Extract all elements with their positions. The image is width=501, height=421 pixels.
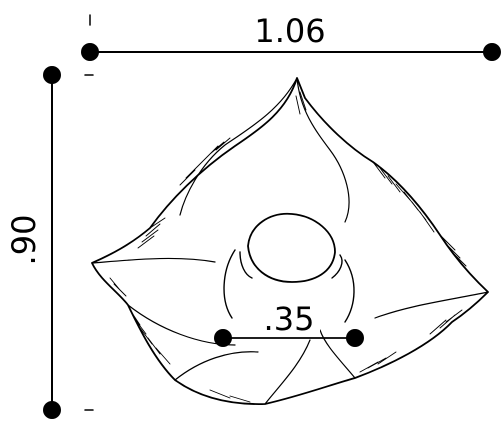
center-arc-right bbox=[344, 259, 355, 323]
leaf-fold-top-left bbox=[179, 77, 298, 216]
width-dimension: 1.06 bbox=[81, 12, 501, 61]
height-dimension: .90 bbox=[5, 66, 94, 419]
inner-dimension-label: .35 bbox=[264, 300, 315, 338]
height-dimension-dot-bottom bbox=[43, 401, 61, 419]
leaf-hatching bbox=[109, 91, 467, 403]
leaf-fold-top-right bbox=[296, 77, 350, 223]
width-dimension-dot-left bbox=[81, 43, 99, 61]
inner-dimension-dot-left bbox=[214, 329, 232, 347]
inner-dimension: .35 bbox=[214, 300, 364, 347]
center-arc-left bbox=[223, 249, 236, 319]
leaf-fold-bottom-center bbox=[264, 339, 311, 405]
height-dimension-label: .90 bbox=[5, 215, 43, 266]
center-bulb-right-accent bbox=[331, 254, 343, 279]
plant-outline bbox=[91, 77, 489, 405]
leaf-fold-bottom-right bbox=[319, 329, 356, 379]
inner-dimension-label-bg bbox=[258, 300, 320, 334]
inner-dimension-dot-right bbox=[346, 329, 364, 347]
height-dimension-dot-top bbox=[43, 66, 61, 84]
width-dimension-label: 1.06 bbox=[254, 12, 325, 50]
center-bulb bbox=[247, 212, 336, 283]
center-bulb-left-accent bbox=[239, 251, 253, 279]
width-dimension-dot-right bbox=[483, 43, 501, 61]
leaf-fold-right bbox=[374, 291, 489, 319]
leaf-fold-left bbox=[91, 257, 216, 264]
leaf-fold-bottom-left-inner bbox=[174, 351, 259, 381]
plant-symbol bbox=[91, 77, 489, 405]
